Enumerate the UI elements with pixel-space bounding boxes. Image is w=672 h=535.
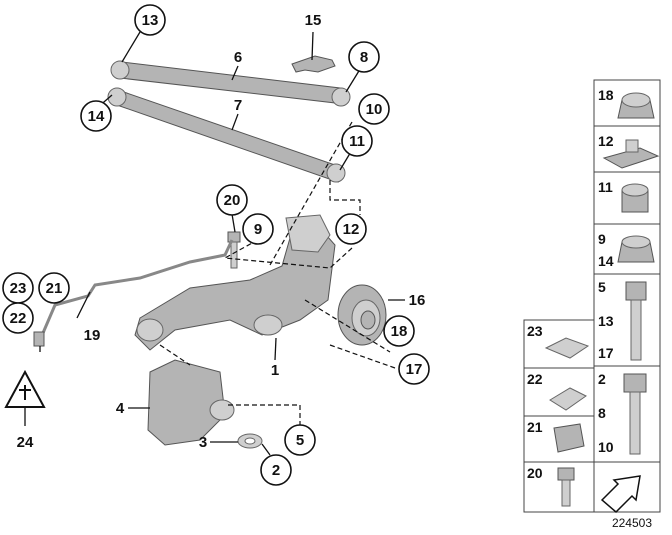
- svg-text:19: 19: [84, 327, 101, 344]
- svg-text:17: 17: [598, 345, 614, 361]
- left-panel-23[interactable]: 23: [523, 319, 595, 369]
- svg-text:9: 9: [598, 231, 606, 247]
- side-panel-5-13-17[interactable]: 5 13 17: [593, 273, 661, 367]
- svg-text:22: 22: [10, 310, 27, 327]
- callout-18[interactable]: 18: [383, 315, 415, 347]
- callout-13[interactable]: 13: [134, 4, 166, 36]
- arrow-panel[interactable]: [593, 461, 661, 514]
- svg-text:21: 21: [527, 419, 543, 435]
- svg-text:12: 12: [598, 133, 614, 149]
- wheel-carrier-1[interactable]: [134, 214, 336, 351]
- callout-1[interactable]: 1: [271, 362, 279, 379]
- callout-16[interactable]: 16: [409, 292, 426, 309]
- left-panel-21[interactable]: 21: [523, 415, 595, 463]
- callout-21[interactable]: 21: [38, 272, 70, 304]
- svg-text:9: 9: [254, 221, 262, 238]
- svg-text:10: 10: [366, 101, 383, 118]
- svg-text:20: 20: [527, 465, 543, 481]
- wheel-hub-16[interactable]: [337, 284, 387, 346]
- svg-text:5: 5: [598, 279, 606, 295]
- callout-15[interactable]: 15: [305, 12, 322, 29]
- side-panel-2-8-10[interactable]: 2 8 10: [593, 365, 661, 463]
- callout-2[interactable]: 2: [260, 454, 292, 486]
- svg-text:2: 2: [598, 371, 606, 387]
- side-panel-18[interactable]: 18: [593, 79, 661, 127]
- svg-text:13: 13: [142, 12, 159, 29]
- left-panel-22[interactable]: 22: [523, 367, 595, 417]
- callout-7[interactable]: 7: [234, 97, 242, 114]
- callout-22[interactable]: 22: [2, 302, 34, 334]
- svg-text:12: 12: [343, 221, 360, 238]
- svg-text:4: 4: [116, 400, 125, 417]
- side-panel-12[interactable]: 12: [593, 125, 661, 173]
- callout-6[interactable]: 6: [234, 49, 242, 66]
- screw-20[interactable]: [227, 231, 241, 269]
- svg-text:8: 8: [598, 405, 606, 421]
- callout-11[interactable]: 11: [341, 125, 373, 157]
- svg-text:11: 11: [598, 179, 613, 195]
- svg-text:10: 10: [598, 439, 614, 455]
- sensor-cable-19[interactable]: [38, 239, 234, 341]
- svg-text:3: 3: [199, 434, 207, 451]
- callout-5[interactable]: 5: [284, 424, 316, 456]
- svg-text:23: 23: [10, 280, 27, 297]
- control-arm-7[interactable]: [107, 87, 346, 183]
- callout-4[interactable]: 4: [116, 400, 125, 417]
- svg-text:1: 1: [271, 362, 279, 379]
- svg-text:18: 18: [598, 87, 614, 103]
- dashed-connectors: [159, 121, 391, 425]
- svg-text:7: 7: [234, 97, 242, 114]
- svg-text:18: 18: [391, 323, 408, 340]
- callout-9[interactable]: 9: [242, 213, 274, 245]
- callout-23[interactable]: 23: [2, 272, 34, 304]
- left-panel-20[interactable]: 20: [523, 461, 595, 513]
- esd-warning-icon: [4, 369, 46, 408]
- svg-text:22: 22: [527, 371, 543, 387]
- svg-text:20: 20: [224, 192, 241, 209]
- side-panel-9-14[interactable]: 9 14: [593, 223, 661, 275]
- control-arm-6[interactable]: [110, 60, 351, 107]
- svg-text:2: 2: [272, 462, 280, 479]
- callout-24[interactable]: 24: [17, 434, 34, 451]
- sensor-plug: [33, 331, 45, 347]
- callout-17[interactable]: 17: [398, 353, 430, 385]
- svg-text:23: 23: [527, 323, 543, 339]
- callout-14[interactable]: 14: [80, 100, 112, 132]
- bracket-4[interactable]: [147, 359, 235, 446]
- svg-text:13: 13: [598, 313, 614, 329]
- svg-text:16: 16: [409, 292, 426, 309]
- bracket-15[interactable]: [291, 55, 336, 73]
- svg-text:24: 24: [17, 434, 34, 451]
- callout-3[interactable]: 3: [199, 434, 207, 451]
- washer-3-hole: [244, 437, 256, 445]
- arrow-icon: [600, 475, 641, 514]
- callout-20[interactable]: 20: [216, 184, 248, 216]
- callout-8[interactable]: 8: [348, 41, 380, 73]
- svg-text:14: 14: [88, 108, 105, 125]
- svg-text:5: 5: [296, 432, 304, 449]
- svg-text:15: 15: [305, 12, 322, 29]
- svg-text:21: 21: [46, 280, 63, 297]
- side-panel-11[interactable]: 11: [593, 171, 661, 225]
- svg-text:8: 8: [360, 49, 368, 66]
- callout-12[interactable]: 12: [335, 213, 367, 245]
- reference-number: 224503: [612, 516, 652, 530]
- callout-10[interactable]: 10: [358, 93, 390, 125]
- leader-lines: [24, 31, 405, 456]
- svg-text:17: 17: [406, 361, 423, 378]
- svg-text:11: 11: [349, 133, 365, 150]
- svg-text:14: 14: [598, 253, 614, 269]
- callout-19[interactable]: 19: [84, 327, 101, 344]
- svg-text:6: 6: [234, 49, 242, 66]
